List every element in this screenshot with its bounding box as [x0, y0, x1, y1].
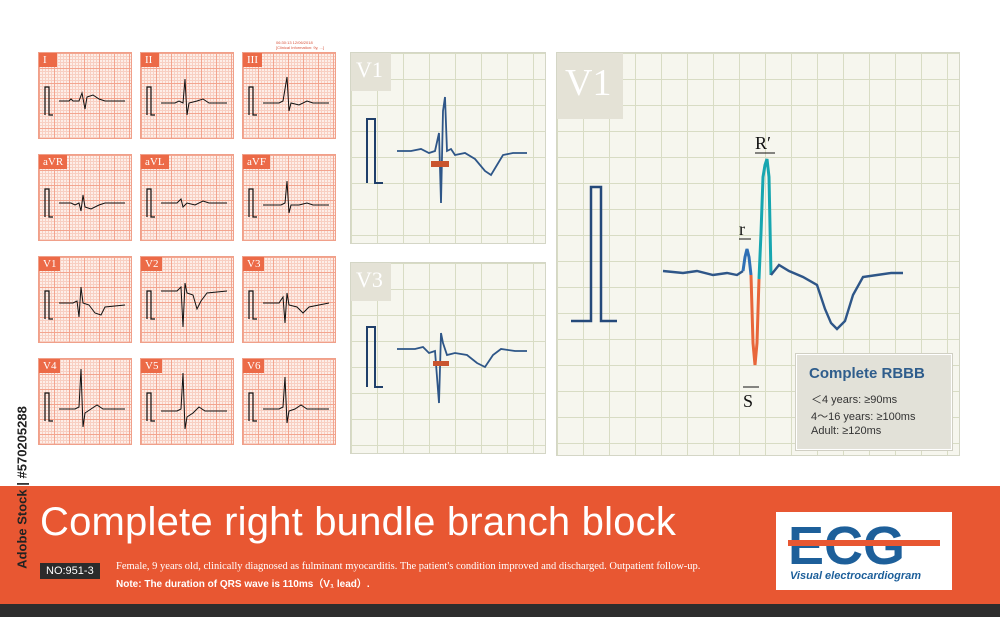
lead-panel-aVL: aVL	[140, 154, 234, 241]
rbbb-criteria-box: Complete RBBB ＜4 years: ≥90ms 4～16 years…	[796, 354, 952, 450]
ecg-trace	[44, 368, 125, 428]
stock-watermark: Adobe Stock | #570205288	[14, 406, 30, 569]
ecg-trace	[366, 96, 527, 204]
lead-label: II	[141, 53, 159, 67]
mid-panel-label: V3	[351, 263, 391, 301]
lead-label: V5	[141, 359, 163, 373]
banner-title: Complete right bundle branch block	[40, 500, 677, 544]
ecg-trace	[248, 290, 330, 324]
rbbb-title: Complete RBBB	[809, 365, 925, 382]
zoom-panel-V1: V1 r R′ S	[556, 52, 960, 456]
logo-subtitle: Visual electrocardiogram	[790, 570, 922, 582]
lead-panel-V1: V1	[38, 256, 132, 343]
qrs-duration-marker	[433, 361, 449, 366]
lead-label: V1	[39, 257, 61, 271]
ecg-trace	[44, 86, 125, 116]
header-text: 06:30:13 12/06/2018 [Clinical Informatio…	[276, 40, 324, 50]
mid-panel-label: V1	[351, 53, 391, 91]
lead-label: aVR	[39, 155, 68, 169]
ecg-trace	[44, 188, 125, 218]
mid-panel-V3: V3	[350, 262, 546, 454]
lead-panel-II: II	[140, 52, 234, 139]
lead-panel-I: I	[38, 52, 132, 139]
ecg-trace	[146, 188, 227, 218]
ecg-trace	[248, 180, 329, 218]
lead-label: V3	[243, 257, 265, 271]
lead-label: V4	[39, 359, 61, 373]
rbbb-criterion: Adult: ≥120ms	[811, 425, 882, 437]
ecg-trace	[146, 282, 228, 328]
case-number-badge: NO:951-3	[40, 563, 100, 579]
r-wave-label: r	[739, 219, 745, 239]
lead-panel-V4: V4	[38, 358, 132, 445]
zoom-panel-label: V1	[557, 53, 623, 119]
r-prime-wave-label: R′	[755, 133, 771, 153]
qrs-duration-marker	[431, 161, 449, 167]
ecg-logo: ECG Visual electrocardiogram	[776, 512, 952, 590]
lead-panel-III: III	[242, 52, 336, 139]
lead-label: V2	[141, 257, 163, 271]
ecg-trace	[366, 326, 527, 404]
s-wave-label: S	[743, 391, 753, 411]
case-description: Female, 9 years old, clinically diagnose…	[116, 561, 701, 572]
ecg-trace	[146, 372, 227, 430]
lead-panel-V2: V2	[140, 256, 234, 343]
lead-panel-aVF: aVF	[242, 154, 336, 241]
bottom-strip	[0, 604, 1000, 617]
mid-panel-V1: V1	[350, 52, 546, 244]
ecg-trace	[146, 78, 227, 116]
lead-panel-V3: V3	[242, 256, 336, 343]
rbbb-criterion: ＜4 years: ≥90ms	[811, 394, 898, 406]
ecg-trace	[248, 76, 329, 116]
lead-label: V6	[243, 359, 265, 373]
lead-label: I	[39, 53, 57, 67]
lead-panel-aVR: aVR	[38, 154, 132, 241]
lead-label: aVF	[243, 155, 270, 169]
ecg-trace	[248, 376, 329, 424]
lead-label: aVL	[141, 155, 169, 169]
case-note: Note: The duration of QRS wave is 110ms（…	[116, 579, 370, 590]
ecg-trace	[44, 286, 126, 320]
rbbb-criterion: 4～16 years: ≥100ms	[811, 411, 916, 423]
ecg-logo-mark: ECG	[788, 516, 940, 570]
ecg-trace: r R′ S	[571, 133, 903, 411]
lead-panel-V6: V6	[242, 358, 336, 445]
lead-label: III	[243, 53, 262, 67]
lead-panel-V5: V5	[140, 358, 234, 445]
